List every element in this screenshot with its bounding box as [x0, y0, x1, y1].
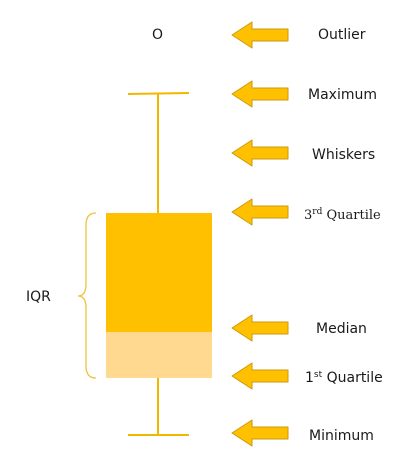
label-third-quartile-suffix: rd	[312, 207, 322, 217]
label-minimum: Minimum	[309, 428, 374, 444]
arrow-first-quartile-icon	[231, 362, 289, 390]
label-first-quartile-word: Quartile	[322, 370, 383, 386]
label-first-quartile-number: 1	[305, 370, 314, 386]
label-maximum: Maximum	[308, 87, 377, 103]
arrow-whiskers-icon	[231, 139, 289, 167]
label-first-quartile-suffix: st	[314, 370, 323, 380]
arrow-third-quartile-icon	[231, 198, 289, 226]
box-lower-quartile	[106, 332, 212, 378]
label-outlier: Outlier	[318, 27, 366, 43]
label-third-quartile-word: Quartile	[322, 208, 381, 223]
label-median: Median	[316, 321, 367, 337]
outlier-marker: O	[152, 27, 163, 43]
label-whiskers: Whiskers	[312, 147, 375, 163]
iqr-label: IQR	[26, 289, 51, 305]
maximum-cap	[127, 92, 190, 95]
label-first-quartile: 1st Quartile	[305, 370, 383, 386]
label-third-quartile: 3rd Quartile	[304, 207, 381, 223]
box-upper-quartile	[106, 213, 212, 332]
arrow-minimum-icon	[231, 419, 289, 447]
arrow-median-icon	[231, 314, 289, 342]
label-third-quartile-number: 3	[304, 208, 312, 223]
iqr-brace	[77, 212, 97, 379]
arrow-outlier-icon	[231, 21, 289, 49]
arrow-maximum-icon	[231, 80, 289, 108]
